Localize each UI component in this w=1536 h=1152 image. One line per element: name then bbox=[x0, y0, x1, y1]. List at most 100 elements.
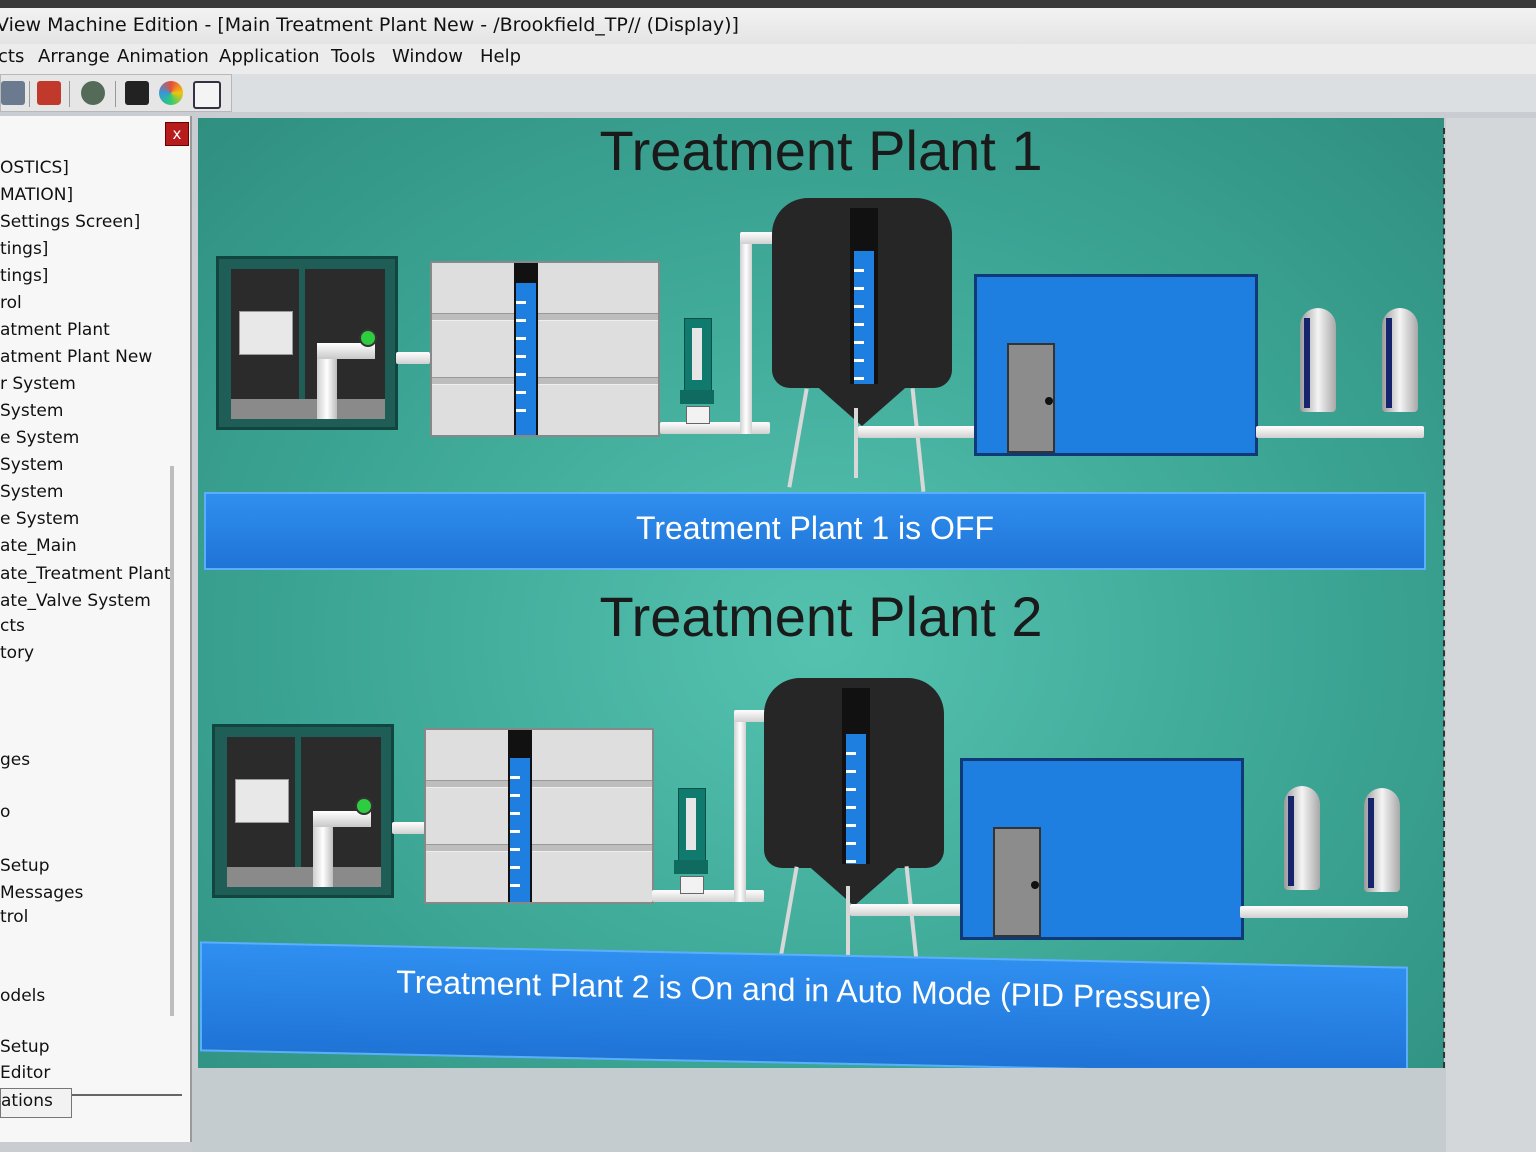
level-tick-mark bbox=[854, 341, 864, 344]
properties-icon[interactable] bbox=[193, 81, 221, 109]
level-tick-mark bbox=[510, 794, 520, 797]
plant-2-door[interactable] bbox=[993, 827, 1041, 937]
explorer-item[interactable]: System bbox=[0, 401, 64, 421]
level-tick-mark bbox=[510, 884, 520, 887]
workspace-background bbox=[1446, 118, 1536, 1152]
explorer-item[interactable]: odels bbox=[0, 986, 46, 1006]
explorer-item[interactable]: MATION] bbox=[0, 185, 74, 205]
menu-tools[interactable]: Tools bbox=[331, 46, 376, 67]
plant-1-filter-2[interactable] bbox=[1382, 308, 1418, 432]
menu-application[interactable]: Application bbox=[219, 46, 320, 67]
menu-objects[interactable]: cts bbox=[0, 46, 25, 67]
explorer-item[interactable]: ges bbox=[0, 750, 31, 770]
toolbar-background bbox=[232, 74, 1536, 112]
plant-1-pipe bbox=[396, 352, 430, 364]
tab-communications[interactable]: ations bbox=[0, 1088, 72, 1118]
plant-1-filter-1[interactable] bbox=[1300, 308, 1336, 432]
level-tick-mark bbox=[510, 848, 520, 851]
plant-2-clarifier[interactable] bbox=[764, 678, 944, 908]
toolbar-separator bbox=[69, 81, 70, 107]
explorer-item[interactable]: ate_Main bbox=[0, 536, 77, 556]
print-icon[interactable] bbox=[37, 81, 61, 105]
plant-1-clarifier[interactable] bbox=[772, 198, 952, 428]
list-icon[interactable] bbox=[1, 81, 25, 105]
plant-1-pipe bbox=[740, 236, 752, 434]
level-tick-mark bbox=[854, 269, 864, 272]
explorer-item[interactable]: System bbox=[0, 482, 64, 502]
level-tick-mark bbox=[854, 305, 864, 308]
explorer-item[interactable]: Setup bbox=[0, 856, 50, 876]
plant-2-pipe bbox=[734, 710, 770, 722]
level-tick-mark bbox=[854, 377, 864, 380]
explorer-item[interactable]: atment Plant bbox=[0, 320, 110, 340]
explorer-item[interactable]: trol bbox=[0, 907, 29, 927]
level-tick-mark bbox=[516, 301, 526, 304]
menu-arrange[interactable]: Arrange bbox=[38, 46, 110, 67]
menu-animation[interactable]: Animation bbox=[117, 46, 209, 67]
plant-2-tank-level bbox=[510, 758, 530, 902]
plant-1-storage-tank[interactable] bbox=[430, 261, 660, 437]
level-tick-mark bbox=[846, 824, 856, 827]
explorer-item[interactable]: tings] bbox=[0, 239, 49, 259]
binoculars-icon[interactable] bbox=[125, 81, 149, 105]
database-icon[interactable] bbox=[81, 81, 105, 105]
window-title: View Machine Edition - [Main Treatment P… bbox=[0, 14, 739, 36]
explorer-item[interactable]: Setup bbox=[0, 1037, 50, 1057]
plant-2-pipe bbox=[652, 890, 764, 902]
plant-2-status-banner: Treatment Plant 2 is On and in Auto Mode… bbox=[200, 941, 1408, 1068]
plant-2-pipe bbox=[392, 822, 426, 834]
explorer-item[interactable]: Editor bbox=[0, 1063, 51, 1083]
plant-1-door[interactable] bbox=[1007, 343, 1055, 453]
close-panel-button[interactable]: x bbox=[165, 122, 189, 146]
refresh-icon[interactable] bbox=[159, 81, 183, 105]
plant-2-filter-2[interactable] bbox=[1364, 788, 1400, 912]
plant-2-status-text: Treatment Plant 2 is On and in Auto Mode… bbox=[396, 963, 1212, 1017]
plant-1-treatment-building[interactable] bbox=[974, 274, 1258, 456]
menu-window[interactable]: Window bbox=[392, 46, 463, 67]
canvas-boundary bbox=[1443, 128, 1445, 1068]
plant-2-treatment-building[interactable] bbox=[960, 758, 1244, 940]
plant-2-pump[interactable] bbox=[674, 788, 708, 894]
explorer-item[interactable]: ate_Valve System bbox=[0, 591, 151, 611]
explorer-item[interactable]: System bbox=[0, 455, 64, 475]
level-tick-mark bbox=[516, 373, 526, 376]
explorer-item-selected[interactable]: atment Plant New bbox=[0, 347, 153, 367]
plant-1-pipe bbox=[660, 422, 770, 434]
plant-1-pump[interactable] bbox=[680, 318, 714, 424]
level-tick-mark bbox=[516, 355, 526, 358]
explorer-item[interactable]: e System bbox=[0, 509, 80, 529]
level-tick-mark bbox=[510, 776, 520, 779]
level-tick-mark bbox=[846, 770, 856, 773]
explorer-item[interactable]: ate_Treatment Plant bbox=[0, 564, 171, 584]
plant-1-status-text: Treatment Plant 1 is OFF bbox=[635, 510, 995, 546]
explorer-item[interactable]: rol bbox=[0, 293, 22, 313]
plant-2-storage-tank[interactable] bbox=[424, 728, 654, 904]
explorer-item[interactable]: tings] bbox=[0, 266, 49, 286]
level-tick-mark bbox=[846, 788, 856, 791]
plant-1-tank-level bbox=[516, 283, 536, 435]
level-tick-mark bbox=[854, 287, 864, 290]
explorer-item[interactable]: r System bbox=[0, 374, 76, 394]
level-tick-mark bbox=[510, 866, 520, 869]
plant-2-title: Treatment Plant 2 bbox=[599, 585, 1043, 648]
level-tick-mark bbox=[854, 359, 864, 362]
explorer-item[interactable]: Messages bbox=[0, 883, 84, 903]
level-tick-mark bbox=[516, 391, 526, 394]
explorer-item[interactable]: tory bbox=[0, 643, 35, 663]
explorer-item[interactable]: OSTICS] bbox=[0, 158, 69, 178]
workspace-background bbox=[192, 1068, 1446, 1152]
plant-1-intake-screen[interactable] bbox=[216, 256, 398, 430]
explorer-item[interactable]: Settings Screen] bbox=[0, 212, 141, 232]
panel-scrollbar[interactable] bbox=[170, 466, 174, 1016]
level-tick-mark bbox=[846, 752, 856, 755]
explorer-item[interactable]: o bbox=[0, 802, 11, 822]
level-tick-mark bbox=[516, 409, 526, 412]
level-tick-mark bbox=[846, 842, 856, 845]
display-canvas: Treatment Plant 1 Treatment Plant 1 is O… bbox=[198, 118, 1444, 1068]
menu-help[interactable]: Help bbox=[480, 46, 522, 67]
level-tick-mark bbox=[854, 323, 864, 326]
explorer-item[interactable]: e System bbox=[0, 428, 80, 448]
explorer-item[interactable]: cts bbox=[0, 616, 25, 636]
plant-2-intake-screen[interactable] bbox=[212, 724, 394, 898]
plant-2-filter-1[interactable] bbox=[1284, 786, 1320, 910]
